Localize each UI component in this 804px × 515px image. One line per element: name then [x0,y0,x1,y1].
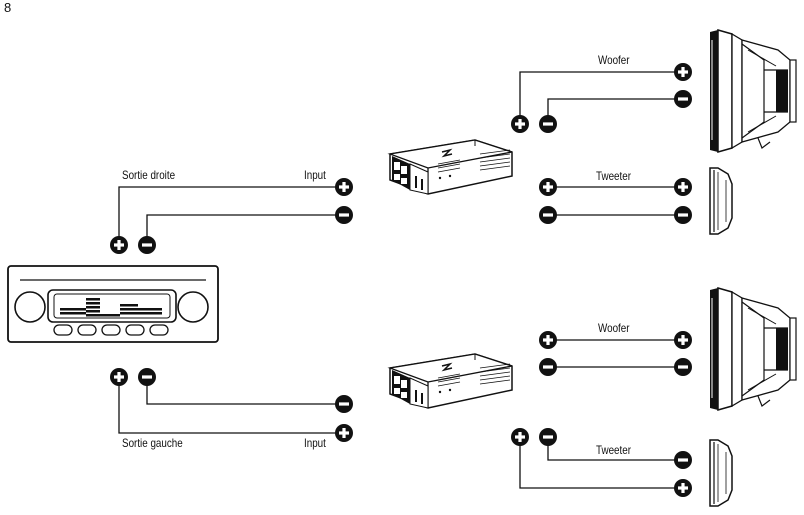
page-number: 8 [4,0,12,15]
bottom-woofer-wires [539,331,692,376]
minus-terminal-icon [138,236,156,254]
minus-terminal-icon [539,428,557,446]
plus-terminal-icon [539,331,557,349]
bottom-tweeter-wires [511,428,692,497]
crossover-bottom [389,353,513,409]
tweeter-speaker-bottom [709,439,733,507]
plus-terminal-icon [674,63,692,81]
minus-terminal-icon [539,358,557,376]
plus-terminal-icon [674,479,692,497]
minus-terminal-icon [335,206,353,224]
minus-terminal-icon [335,395,353,413]
left-output-wires [110,368,353,442]
plus-terminal-icon [110,236,128,254]
crossover-top [389,139,513,195]
minus-terminal-icon [674,90,692,108]
display-bars-icon [60,298,162,317]
label-sortie-droite: Sortie droite [122,168,176,182]
plus-terminal-icon [110,368,128,386]
label-tweeter-top: Tweeter [596,169,632,183]
plus-terminal-icon [511,428,529,446]
woofer-speaker-top [709,29,797,153]
plus-terminal-icon [511,115,529,133]
minus-terminal-icon [539,206,557,224]
right-output-wires [110,178,353,254]
label-input-bottom: Input [304,436,326,450]
minus-terminal-icon [674,358,692,376]
top-woofer-wires [511,63,692,133]
tweeter-speaker-top [709,167,733,235]
plus-terminal-icon [674,178,692,196]
label-input-top: Input [304,168,326,182]
label-woofer-bottom: Woofer [598,321,630,335]
woofer-speaker-bottom [709,287,797,411]
plus-terminal-icon [335,178,353,196]
plus-terminal-icon [335,424,353,442]
label-woofer-top: Woofer [598,53,630,67]
plus-terminal-icon [539,178,557,196]
head-unit [7,265,219,343]
label-tweeter-bottom: Tweeter [596,443,632,457]
head-unit-buttons [53,324,169,336]
label-sortie-gauche: Sortie gauche [122,436,183,450]
minus-terminal-icon [674,451,692,469]
minus-terminal-icon [539,115,557,133]
minus-terminal-icon [138,368,156,386]
top-tweeter-wires [539,178,692,224]
minus-terminal-icon [674,206,692,224]
plus-terminal-icon [674,331,692,349]
